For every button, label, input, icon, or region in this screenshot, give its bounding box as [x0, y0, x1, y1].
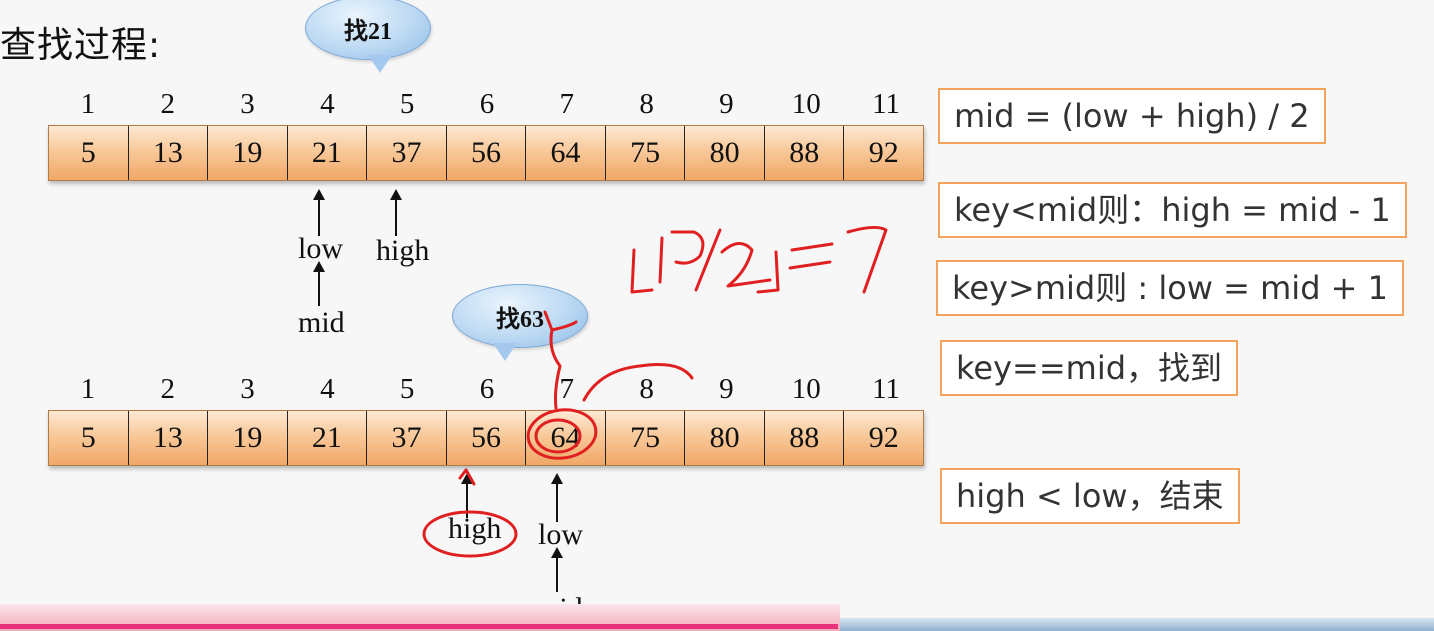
index-cell: 6 — [479, 373, 495, 405]
index-cell: 9 — [719, 88, 734, 120]
index-cell: 8 — [639, 88, 654, 120]
array-cell: 5 — [49, 126, 129, 180]
array-cell: 75 — [606, 126, 686, 180]
rule-mid-formula: mid = (low + high) / 2 — [938, 88, 1326, 144]
index-cell: 3 — [240, 88, 255, 120]
array-cell: 80 — [685, 126, 765, 180]
pointer-high: high — [448, 512, 502, 545]
index-cell: 7 — [559, 373, 575, 405]
index-row-2: 1 2 3 4 5 6 7 8 9 10 11 — [48, 373, 926, 409]
index-cell: 4 — [320, 88, 335, 120]
up-arrow-icon — [313, 261, 325, 306]
page-title: 查找过程: — [0, 25, 162, 66]
array-cell: 56 — [447, 411, 527, 465]
callout-bubble-find-21: 找21 — [305, 0, 431, 73]
array-cell: 21 — [288, 411, 368, 465]
callout-bubble-find-63: 找63 — [452, 284, 588, 361]
array-cell: 92 — [868, 421, 899, 454]
bottom-progress-bar — [0, 598, 1434, 631]
index-cell: 1 — [80, 373, 96, 405]
rule-key-greater: key>mid则 : low = mid + 1 — [936, 260, 1405, 316]
up-arrow-icon — [313, 189, 325, 236]
index-cell: 11 — [872, 88, 900, 120]
index-cell: 3 — [240, 373, 255, 405]
callout-text: 找21 — [344, 18, 392, 45]
progress-fill — [0, 624, 838, 629]
rule-key-less: key<mid则：high = mid - 1 — [938, 182, 1407, 238]
callout-tail — [493, 343, 517, 361]
index-cell: 6 — [479, 88, 495, 120]
array-cell: 19 — [208, 126, 288, 180]
index-cell: 4 — [320, 373, 335, 405]
array-cell: 80 — [685, 411, 765, 465]
callout-text: 找63 — [496, 306, 544, 333]
pointer-low: low — [298, 232, 343, 265]
index-cell: 10 — [791, 88, 821, 120]
index-cell: 7 — [559, 88, 575, 120]
index-cell: 10 — [791, 373, 821, 405]
rule-key-equal: key==mid，找到 — [940, 340, 1239, 396]
pointer-low: low — [538, 518, 583, 551]
array-cell: 56 — [447, 126, 527, 180]
array-cell: 13 — [129, 411, 209, 465]
index-row-1: 1 2 3 4 5 6 7 8 9 10 11 — [48, 88, 926, 124]
up-arrow-icon — [390, 189, 402, 236]
array-row-1: 5 13 19 21 37 56 64 75 80 88 92 — [48, 125, 924, 181]
array-cell: 64 — [526, 126, 606, 180]
callout-tail — [368, 55, 392, 73]
rule-end: high < low，结束 — [940, 468, 1240, 524]
index-cell: 5 — [399, 88, 415, 120]
pointer-mid: mid — [298, 306, 345, 339]
index-cell: 9 — [719, 373, 734, 405]
array-cell: 5 — [49, 411, 129, 465]
array-cell: 92 — [868, 136, 899, 169]
array-cell: 88 — [765, 126, 845, 180]
progress-remaining — [840, 618, 1434, 631]
index-cell: 2 — [160, 88, 175, 120]
up-arrow-icon — [551, 473, 563, 522]
array-cell: 19 — [208, 411, 288, 465]
up-arrow-icon — [551, 547, 563, 592]
array-cell: 64 — [526, 411, 606, 465]
array-cell: 21 — [288, 126, 368, 180]
pointer-high: high — [376, 234, 430, 267]
array-cell: 37 — [367, 411, 447, 465]
index-cell: 5 — [399, 373, 415, 405]
array-cell: 37 — [367, 126, 447, 180]
index-cell: 1 — [80, 88, 96, 120]
array-row-2: 5 13 19 21 37 56 64 75 80 88 92 — [48, 410, 924, 466]
array-cell: 75 — [606, 411, 686, 465]
array-cell: 13 — [129, 126, 209, 180]
index-cell: 11 — [872, 373, 900, 405]
index-cell: 8 — [639, 373, 654, 405]
index-cell: 2 — [160, 373, 175, 405]
array-cell: 88 — [765, 411, 845, 465]
